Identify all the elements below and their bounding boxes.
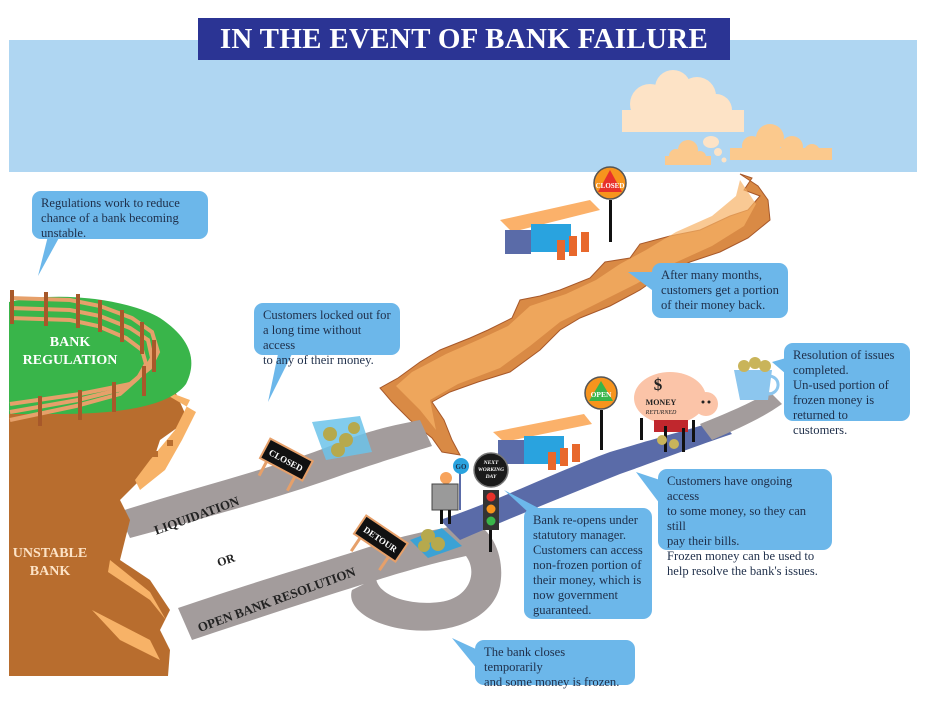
closed-round-sign bbox=[593, 166, 627, 242]
road-grey-end bbox=[700, 392, 782, 440]
callout-line: their money, which is bbox=[533, 573, 642, 587]
callout-line: pay their bills. bbox=[667, 534, 740, 548]
callout-regulation: Regulations work to reduce chance of a b… bbox=[32, 191, 208, 240]
callout-locked-out: Customers locked out for a long time wit… bbox=[254, 303, 400, 367]
gas-station-open bbox=[493, 414, 592, 470]
gas-station-closed bbox=[500, 200, 600, 260]
cloud-small-left bbox=[665, 140, 711, 165]
cliff-rock bbox=[9, 380, 188, 676]
callout-line: Resolution of issues bbox=[793, 348, 895, 362]
closed-round-sign-label: CLOSED bbox=[596, 182, 625, 190]
thought-dots bbox=[703, 136, 727, 163]
frozen-money-icon bbox=[312, 416, 372, 460]
callout-resolution: Resolution of issues completed. Un-used … bbox=[784, 343, 910, 437]
open-round-sign bbox=[584, 376, 618, 450]
traffic-light-icon bbox=[473, 452, 509, 552]
callout-line: to any of their money. bbox=[263, 353, 374, 367]
bubble-tail bbox=[268, 354, 292, 402]
callout-line: chance of a bank becoming bbox=[41, 211, 179, 225]
cloud-small-right bbox=[730, 124, 832, 160]
crack-shade bbox=[396, 180, 756, 430]
callout-after-months: After many months, customers get a porti… bbox=[652, 263, 788, 318]
callout-line: statutory manager. bbox=[533, 528, 627, 542]
bubble-tail bbox=[636, 472, 660, 504]
callout-line: Customers locked out for bbox=[263, 308, 391, 322]
cloud-large bbox=[622, 70, 744, 132]
cliff-highlight bbox=[92, 385, 196, 660]
bubble-tail bbox=[504, 490, 546, 512]
falling-rock bbox=[152, 451, 158, 457]
callout-line: of their money back. bbox=[661, 298, 766, 312]
callout-line: completed. bbox=[793, 363, 849, 377]
callout-ongoing-access: Customers have ongoing access to some mo… bbox=[658, 469, 832, 578]
closed-barrier bbox=[257, 437, 315, 492]
fence-posts bbox=[10, 290, 156, 426]
callout-line: Regulations work to reduce bbox=[41, 196, 180, 210]
cup-of-coins-icon bbox=[734, 357, 780, 400]
callout-line: help resolve the bank's issues. bbox=[667, 564, 818, 578]
callout-line: a long time without access bbox=[263, 323, 362, 352]
road-blue bbox=[440, 420, 732, 540]
go-sign-label: GO bbox=[456, 463, 467, 471]
unstable-bank-line2: BANK bbox=[30, 564, 71, 579]
piggy-text-line2: RETURNED bbox=[645, 410, 677, 416]
road-label-or: OR bbox=[215, 550, 237, 569]
callout-line: After many months, bbox=[661, 268, 763, 282]
callout-line: to some money, so they can still bbox=[667, 504, 807, 533]
callout-line: non-frozen portion of bbox=[533, 558, 642, 572]
bubble-tail bbox=[772, 358, 786, 374]
callout-closes-temporarily: The bank closes temporarily and some mon… bbox=[475, 640, 635, 689]
partially-frozen-money-icon bbox=[410, 528, 462, 558]
next-working-day-line1: NEXT bbox=[483, 460, 499, 466]
bubble-tail bbox=[452, 638, 478, 670]
callout-line: The bank closes temporarily bbox=[484, 645, 566, 674]
bank-worker-figure bbox=[431, 458, 469, 524]
bank-regulation-line2: REGULATION bbox=[23, 353, 118, 368]
unstable-bank-line1: UNSTABLE bbox=[13, 546, 87, 561]
callout-line: unstable. bbox=[41, 226, 87, 240]
bank-regulation-line1: BANK bbox=[50, 335, 91, 350]
falling-rock bbox=[167, 440, 173, 446]
page-title: IN THE EVENT OF BANK FAILURE bbox=[198, 18, 730, 60]
open-round-sign-label: OPEN bbox=[591, 390, 612, 399]
callout-line: Bank re-opens under bbox=[533, 513, 638, 527]
callout-line: and some money is frozen. bbox=[484, 675, 620, 689]
callout-line: customers get a portion bbox=[661, 283, 779, 297]
piggy-dollar: $ bbox=[654, 375, 663, 394]
next-working-day-line3: DAY bbox=[485, 474, 497, 480]
callout-line: Customers can access bbox=[533, 543, 643, 557]
callout-line: frozen money is bbox=[793, 393, 875, 407]
callout-reopens: Bank re-opens under statutory manager. C… bbox=[524, 508, 652, 619]
callout-line: Un-used portion of bbox=[793, 378, 889, 392]
bubble-tail bbox=[38, 236, 60, 276]
callout-line: now government bbox=[533, 588, 618, 602]
piggy-text-line1: MONEY bbox=[646, 398, 677, 407]
callout-line: Frozen money can be used to bbox=[667, 549, 815, 563]
next-working-day-line2: WORKING bbox=[478, 467, 504, 473]
detour-barrier bbox=[349, 514, 410, 572]
callout-line: guaranteed. bbox=[533, 603, 592, 617]
callout-line: returned to customers. bbox=[793, 408, 848, 437]
callout-line: Customers have ongoing access bbox=[667, 474, 793, 503]
piggy-bank-icon bbox=[634, 372, 718, 452]
bubble-tail bbox=[628, 272, 652, 290]
